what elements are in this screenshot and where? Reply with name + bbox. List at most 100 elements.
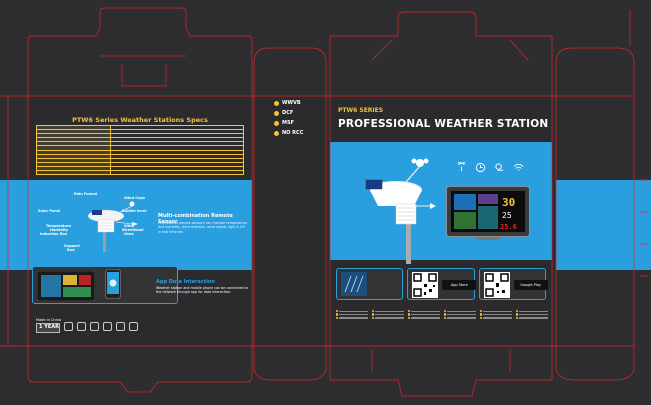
product-image-card xyxy=(336,268,404,300)
bullet-text-placeholder xyxy=(519,317,548,319)
bullet-dot-icon xyxy=(408,310,411,313)
feature-bullet xyxy=(336,310,368,313)
wind-cups xyxy=(129,201,135,207)
certification-mark-icon xyxy=(64,322,73,331)
spec-label-cell xyxy=(37,146,112,150)
feature-bullet xyxy=(480,313,512,316)
bullet-dot-icon xyxy=(516,310,519,313)
feature-bullet xyxy=(444,310,476,313)
wind-vane xyxy=(430,203,436,209)
feature-icons xyxy=(456,162,524,173)
frequency-label: MSF xyxy=(282,120,294,126)
callout-rod: Rod xyxy=(67,248,75,252)
bullet-dot-icon xyxy=(444,310,447,313)
spec-value-cell xyxy=(111,134,243,137)
spec-value-cell xyxy=(111,163,243,166)
spec-value-cell xyxy=(111,155,243,158)
clock-icon xyxy=(475,162,486,173)
spec-label-cell xyxy=(37,166,112,171)
spec-label-cell xyxy=(37,150,112,154)
google-play-badge[interactable]: Google Play xyxy=(513,280,548,290)
front-panel: PTW6 SERIES PROFESSIONAL WEATHER STATION xyxy=(330,96,552,346)
radiation-shield xyxy=(395,203,417,225)
frequency-label: DCF xyxy=(282,110,294,116)
spec-label-cell xyxy=(37,171,112,175)
callout-solar-panel: Solar Panel xyxy=(38,209,61,213)
far-left-blue-band xyxy=(0,180,28,270)
bullet-text-placeholder xyxy=(447,310,476,312)
certification-mark-icon xyxy=(90,322,99,331)
spec-label-cell xyxy=(37,138,112,142)
bullet-dot-icon xyxy=(480,316,483,320)
feature-bullet xyxy=(516,313,548,316)
bullet-text-placeholder xyxy=(375,310,404,312)
rain-sensor-thumbnail xyxy=(341,272,367,296)
bullet-dot-icon xyxy=(372,316,375,320)
spec-value-cell xyxy=(111,126,243,129)
app-interaction-box xyxy=(32,266,178,304)
bullet-text-placeholder xyxy=(339,310,368,312)
bullet-text-placeholder xyxy=(447,317,476,319)
feature-bullet xyxy=(372,310,404,313)
bullet-text-placeholder xyxy=(411,317,440,319)
callout-rain-funnel: Rain Funnel xyxy=(74,192,98,196)
bullet-dot-icon xyxy=(274,130,279,136)
feature-bullet xyxy=(336,313,368,316)
bullet-text-placeholder xyxy=(375,313,404,316)
bullet-dot-icon xyxy=(444,316,447,320)
spec-value-cell xyxy=(111,159,243,162)
display-value-3: 25.6 xyxy=(500,223,517,231)
weather-station-hero-image xyxy=(365,158,436,264)
spec-label-cell xyxy=(37,142,112,146)
recycle-icon xyxy=(103,322,112,331)
bullet-dot-icon xyxy=(444,313,447,316)
radio-signal-icon xyxy=(457,162,466,172)
bullet-dot-icon xyxy=(372,310,375,313)
bullet-dot-icon xyxy=(408,313,411,316)
frequency-label: WWVB xyxy=(282,100,301,106)
side-strip: WWVB DCF MSF NO RCC xyxy=(254,96,326,346)
solar-panel xyxy=(92,210,102,215)
display-value-2: 25 xyxy=(502,211,512,220)
callout-wind-cups: Wind Cups xyxy=(124,196,145,200)
bullet-text-placeholder xyxy=(375,317,404,319)
app-store-badge[interactable]: App Store xyxy=(442,280,477,290)
feature-bullet xyxy=(408,316,440,320)
solar-panel xyxy=(365,179,383,190)
app-store-card: App Store xyxy=(407,268,477,300)
spec-label-cell xyxy=(37,130,112,134)
warranty-badge: 1 YEAR xyxy=(36,323,60,333)
made-in-label: Made in China xyxy=(36,318,61,322)
spec-label-cell xyxy=(37,158,112,162)
frequency-item: WWVB xyxy=(274,100,301,106)
certification-mark-icon xyxy=(116,322,125,331)
frequency-item: NO RCC xyxy=(274,130,303,136)
bullet-dot-icon xyxy=(336,316,339,320)
app-interaction-title: App Data Interaction xyxy=(156,279,215,285)
feature-bullet xyxy=(516,316,548,320)
bullet-text-placeholder xyxy=(411,310,440,312)
certification-mark-icon xyxy=(129,322,138,331)
weather-forecast-icon xyxy=(495,163,504,171)
bullet-dot-icon xyxy=(336,313,339,316)
bullet-text-placeholder xyxy=(519,310,548,312)
feature-bullet xyxy=(336,316,368,320)
wifi-network-icon xyxy=(513,163,524,171)
bullet-text-placeholder xyxy=(483,313,512,316)
google-play-card: Google Play xyxy=(478,268,548,300)
spec-value-cell xyxy=(111,138,243,141)
main-title: PROFESSIONAL WEATHER STATION xyxy=(338,118,549,130)
bullet-dot-icon xyxy=(480,310,483,313)
far-right-blue-band xyxy=(556,180,651,270)
feature-bullet xyxy=(444,313,476,316)
bullet-text-placeholder xyxy=(339,313,368,316)
feature-bullet-list xyxy=(336,310,548,320)
callout-induction-box: Induction Box xyxy=(40,232,68,236)
smartphone-icon xyxy=(105,269,121,299)
frequency-item: DCF xyxy=(274,110,293,116)
wind-cups xyxy=(416,159,424,167)
feature-bullet xyxy=(408,310,440,313)
spec-row xyxy=(37,171,243,176)
specs-title: PTW6 Series Weather Stations Specs xyxy=(72,116,208,124)
bullet-text-placeholder xyxy=(339,317,368,319)
